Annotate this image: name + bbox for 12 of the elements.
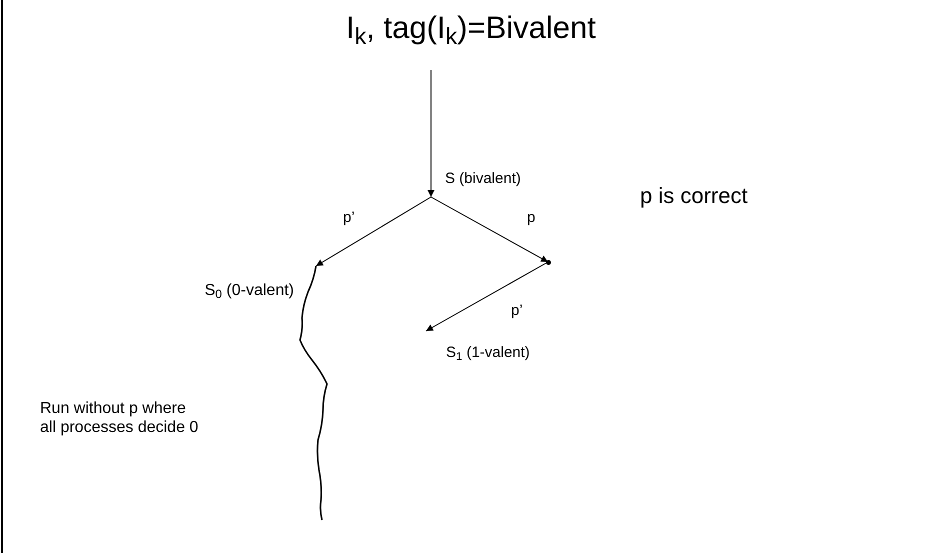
- arrow: [428, 70, 434, 198]
- arrow: [316, 196, 432, 266]
- arrow: [426, 262, 548, 332]
- state-label: S$_{0}$ (0-valent): [190, 265, 318, 301]
- heading-text: I$_{k}$, tag(I$_{k}$)=Bivalent: [346, 8, 596, 48]
- state-label: S (bivalent): [429, 169, 521, 197]
- note-text: Run without p where all processes decide 0: [40, 399, 200, 437]
- arrow: [430, 196, 548, 262]
- note-text: p is correct: [640, 182, 748, 210]
- state-label: S$_{1}$ (1-valent): [424, 329, 530, 363]
- wavy-run-line: [299, 266, 328, 520]
- junction-point: [546, 260, 551, 265]
